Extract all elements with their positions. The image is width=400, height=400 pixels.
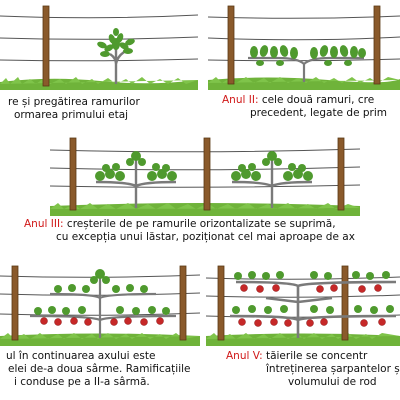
grass [0, 333, 200, 346]
grass [208, 77, 400, 90]
grass [0, 77, 198, 90]
tree-left [95, 151, 177, 208]
panel-year4: ul în continuarea axului este elei de-a … [0, 262, 200, 400]
caption-line: Anul V: tăierile se concentr [226, 350, 368, 362]
caption-line: întreținerea șarpantelor și r [266, 363, 400, 375]
fruits [40, 317, 164, 326]
trellis-posts [11, 265, 187, 341]
caption-year4: ul în continuarea axului este elei de-a … [0, 350, 191, 389]
caption-line: ul în continuarea axului este [6, 350, 156, 362]
trellis-wires [208, 15, 400, 62]
trellis-posts [217, 265, 349, 341]
caption-line: elei de-a doua sârme. Ramificațiile [8, 363, 191, 375]
caption-year2: Anul II: cele două ramuri, cre precedent… [222, 94, 387, 120]
trellis-illustration-year1 [0, 5, 198, 90]
caption-year3: Anul III: creșterile de pe ramurile oriz… [24, 218, 355, 244]
caption-year1: re și pregătirea ramurilor ormarea primu… [0, 96, 140, 122]
fruits [238, 284, 386, 327]
grass [206, 333, 400, 346]
trellis-wires [0, 14, 198, 62]
trellis-posts [69, 137, 345, 211]
trellis-illustration-year5 [206, 265, 400, 346]
caption-line: volumului de rod [288, 376, 377, 388]
trellis-wires [49, 148, 361, 188]
caption-line: cu excepția unui lăstar, poziționat cel … [56, 231, 355, 243]
caption-line: i conduse pe a II-a sârmă. [14, 376, 150, 388]
trellis-illustration-year2 [208, 5, 400, 90]
young-tree-two-branches [248, 45, 366, 82]
mature-tree [229, 271, 397, 338]
caption-line: precedent, legate de prim [250, 107, 387, 119]
panel-year1: re și pregătirea ramurilor ormarea primu… [0, 0, 198, 130]
trellis-illustration-year4 [0, 265, 200, 346]
caption-line: Anul III: creșterile de pe ramurile oriz… [24, 218, 336, 230]
young-tree [97, 28, 135, 84]
caption-year5: Anul V: tăierile se concentr întreținere… [226, 350, 400, 389]
trellis-post [42, 5, 50, 87]
tree-two-tiers [29, 269, 177, 338]
caption-line: Anul II: cele două ramuri, cre [222, 94, 375, 106]
panel-year3: Anul III: creșterile de pe ramurile oriz… [0, 132, 400, 258]
tree-right [231, 151, 313, 208]
caption-line: ormarea primului etaj [14, 109, 129, 121]
panel-year5: Anul V: tăierile se concentr întreținere… [206, 262, 400, 400]
caption-line: re și pregătirea ramurilor [8, 96, 140, 108]
trellis-posts [227, 5, 381, 85]
panel-year2: Anul II: cele două ramuri, cre precedent… [208, 0, 400, 130]
trellis-illustration-year3 [49, 137, 361, 216]
